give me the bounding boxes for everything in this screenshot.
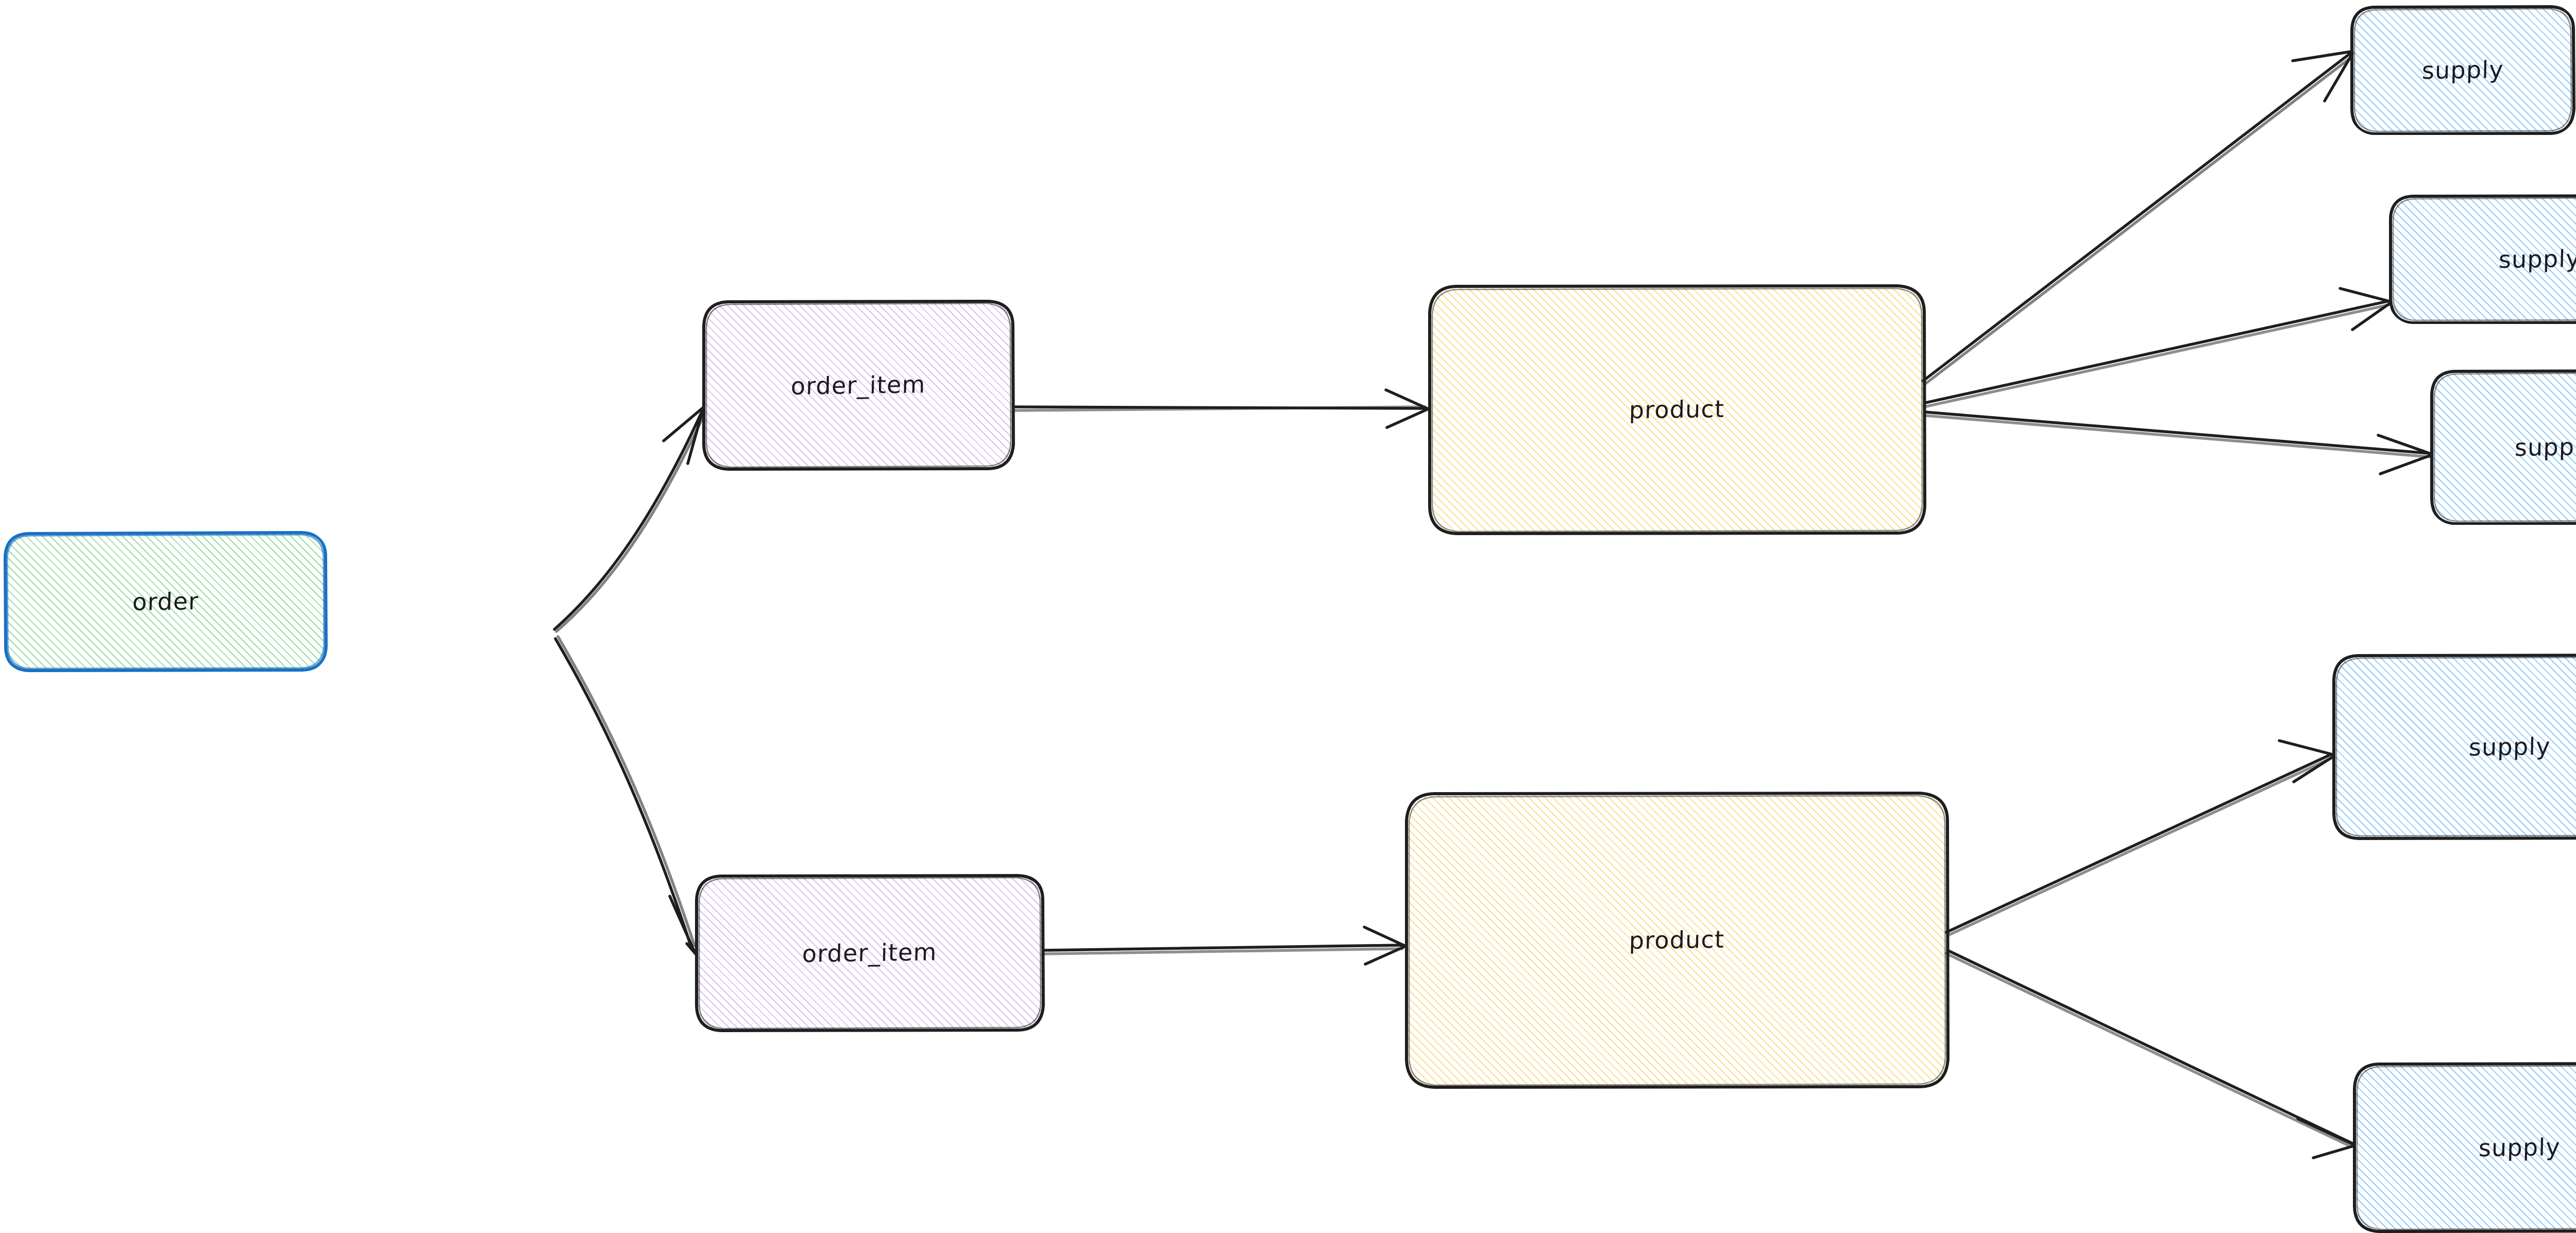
node-order-item-2[interactable]: order_item [695,874,1045,1032]
node-supply-2-label: supply [2498,244,2576,273]
edge-product-1-to-supply-3 [1924,410,2432,475]
node-supply-1[interactable]: supply [2350,5,2575,135]
node-supply-5[interactable]: supply [2353,1062,2576,1233]
node-supply-3[interactable]: supply [2430,369,2576,525]
node-supply-4-label: supply [2468,732,2551,761]
edge-product-2-to-supply-4 [1945,739,2335,937]
node-order-item-1[interactable]: order_item [702,299,1015,471]
node-supply-5-label: supply [2478,1133,2561,1162]
node-product-1-label: product [1629,395,1725,424]
node-product-2-label: product [1629,925,1725,955]
node-supply-2[interactable]: supply [2389,194,2576,324]
edge-product-1-to-supply-1 [1921,50,2354,386]
node-product-1[interactable]: product [1428,284,1926,535]
node-product-2[interactable]: product [1405,791,1950,1089]
edge-product-1-to-supply-2 [1924,287,2392,408]
node-supply-4[interactable]: supply [2332,654,2576,840]
node-order-item-1-label: order_item [790,370,926,400]
node-supply-3-label: supply [2514,432,2576,461]
edge-product-2-to-supply-5 [1944,949,2355,1159]
edge-order-to-order-item-1 [553,406,705,633]
node-order[interactable]: order [3,531,328,672]
node-order-item-2-label: order_item [802,938,938,968]
edge-order-item-2-to-product-2 [1042,926,1406,966]
node-order-label: order [132,587,199,616]
node-supply-1-label: supply [2421,55,2504,84]
edge-order-to-order-item-2 [554,635,697,955]
edge-order-item-1-to-product-1 [1012,388,1429,429]
